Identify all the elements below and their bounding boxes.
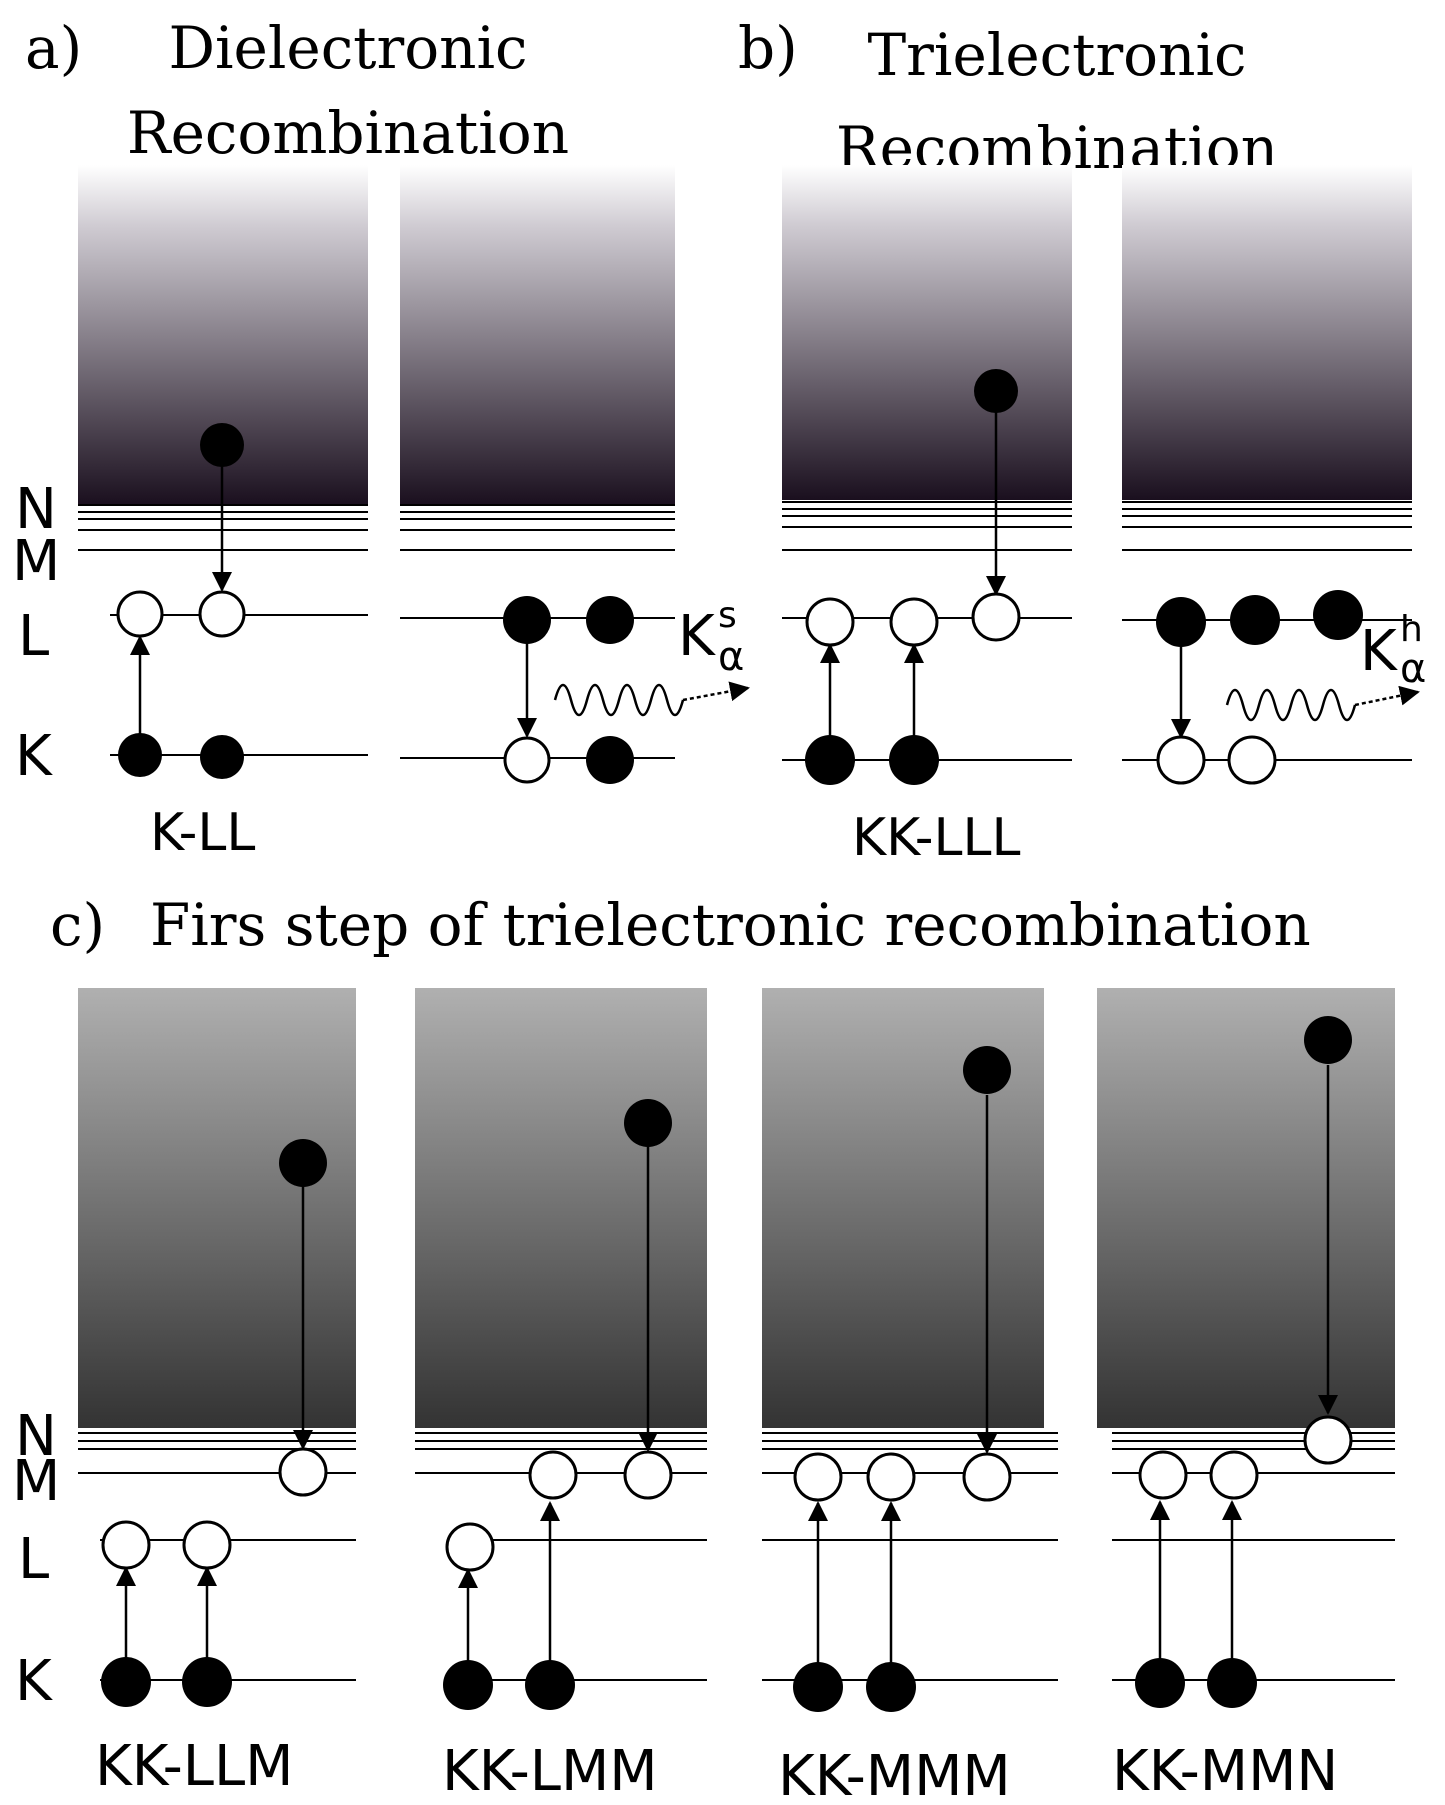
photon-sub-a: α xyxy=(718,634,744,680)
shell-label-m-a: M xyxy=(12,529,60,594)
continuum-panel-b2 xyxy=(1122,165,1412,500)
electron-k-a1 xyxy=(118,733,162,777)
hole-n-c4 xyxy=(1303,1415,1353,1465)
photon-wave-b xyxy=(1225,688,1357,722)
electron-l-b4 xyxy=(1156,597,1206,647)
electron-k-c2b xyxy=(525,1660,575,1710)
hole-l-b3 xyxy=(971,592,1021,642)
electron-l-b5 xyxy=(1230,595,1280,645)
electron-continuum-c1 xyxy=(279,1139,327,1187)
process-label-c3: KK-MMM xyxy=(778,1744,1011,1805)
hole-m-c4a xyxy=(1138,1450,1188,1500)
continuum-panel-a2 xyxy=(400,165,675,505)
section-c: c) Firs step of trielectronic recombinat… xyxy=(12,891,1395,1805)
photon-sup-a: s xyxy=(718,595,737,636)
process-label-c2: KK-LMM xyxy=(442,1739,658,1804)
shell-label-k-c: K xyxy=(15,1649,53,1714)
n-m-levels-a xyxy=(78,504,675,551)
l-k-levels-b xyxy=(782,617,1412,761)
section-c-letter: c) xyxy=(50,891,105,959)
n-m-levels-b xyxy=(782,501,1412,551)
section-b: b) Trielectronic Recombination xyxy=(738,14,1426,868)
hole-m-c1 xyxy=(278,1447,328,1497)
electron-continuum-c3 xyxy=(963,1046,1011,1094)
hole-k-a3 xyxy=(503,736,551,784)
hole-m-c2a xyxy=(528,1450,578,1500)
shell-label-k-a: K xyxy=(15,724,53,789)
photon-label-a: K xyxy=(678,604,716,669)
hole-l-c1a xyxy=(101,1520,151,1570)
hole-m-c3c xyxy=(962,1452,1012,1502)
hole-k-b5 xyxy=(1227,735,1277,785)
shell-label-l-a: L xyxy=(18,604,49,669)
section-a-title-line2: Recombination xyxy=(127,99,569,167)
section-b-title-line1: Trielectronic xyxy=(868,21,1247,89)
electron-l-b6 xyxy=(1313,590,1363,640)
hole-m-c3a xyxy=(793,1452,843,1502)
electron-k-c3a xyxy=(793,1662,843,1712)
continuum-panel-c2 xyxy=(415,988,707,1428)
hole-k-b4 xyxy=(1156,735,1206,785)
section-b-letter: b) xyxy=(738,14,798,82)
electron-l-a4 xyxy=(586,596,634,644)
shell-label-l-c: L xyxy=(18,1527,49,1592)
electron-k-c2a xyxy=(443,1660,493,1710)
hole-m-c3b xyxy=(866,1452,916,1502)
l-k-levels-c xyxy=(100,1539,1395,1681)
shell-label-n-c: N xyxy=(15,1404,57,1469)
hole-l-b1 xyxy=(805,597,855,647)
electron-continuum-c2 xyxy=(624,1099,672,1147)
hole-m-c4b xyxy=(1209,1450,1259,1500)
section-c-title: Firs step of trielectronic recombination xyxy=(150,891,1311,959)
section-a: a) Dielectronic Recombination N M L K xyxy=(12,14,750,863)
electron-k-c1a xyxy=(101,1657,151,1707)
continuum-panel-c4 xyxy=(1097,988,1395,1428)
process-label-b: KK-LLL xyxy=(852,808,1020,868)
electron-continuum-b xyxy=(974,369,1018,413)
section-a-title-line1: Dielectronic xyxy=(168,14,527,82)
photon-arrow-b xyxy=(1354,685,1420,707)
electron-k-c3b xyxy=(866,1662,916,1712)
continuum-panel-c1 xyxy=(78,988,356,1428)
electron-k-a4 xyxy=(586,736,634,784)
hole-l-a2 xyxy=(198,590,246,638)
shell-label-n-a: N xyxy=(15,477,57,542)
electron-k-c4a xyxy=(1135,1658,1185,1708)
photon-wave-a xyxy=(553,683,685,717)
hole-l-b2 xyxy=(889,597,939,647)
electron-k-b1 xyxy=(805,735,855,785)
hole-l-c2 xyxy=(445,1522,495,1572)
electron-k-b2 xyxy=(889,735,939,785)
electron-k-a2 xyxy=(200,735,244,779)
electron-continuum-a xyxy=(200,423,244,467)
hole-l-c1b xyxy=(182,1520,232,1570)
photon-sub-b: α xyxy=(1400,646,1426,692)
hole-m-c2b xyxy=(623,1450,673,1500)
electron-k-c4b xyxy=(1207,1658,1257,1708)
continuum-panel-b1 xyxy=(782,165,1072,500)
photon-arrow-a xyxy=(682,681,750,702)
process-label-c1: KK-LLM xyxy=(95,1734,294,1799)
electron-continuum-c4 xyxy=(1304,1016,1352,1064)
process-label-c4: KK-MMN xyxy=(1112,1739,1338,1804)
n-m-levels-c xyxy=(78,1432,1395,1474)
photon-sup-b: h xyxy=(1400,609,1423,650)
photon-label-b: K xyxy=(1360,619,1398,684)
shell-label-m-c: M xyxy=(12,1449,60,1514)
electron-l-a3 xyxy=(503,596,551,644)
hole-l-a1 xyxy=(116,590,164,638)
l-k-levels-a xyxy=(110,614,675,759)
electron-k-c1b xyxy=(182,1657,232,1707)
process-label-a: K-LL xyxy=(150,803,255,863)
section-a-letter: a) xyxy=(25,14,82,82)
